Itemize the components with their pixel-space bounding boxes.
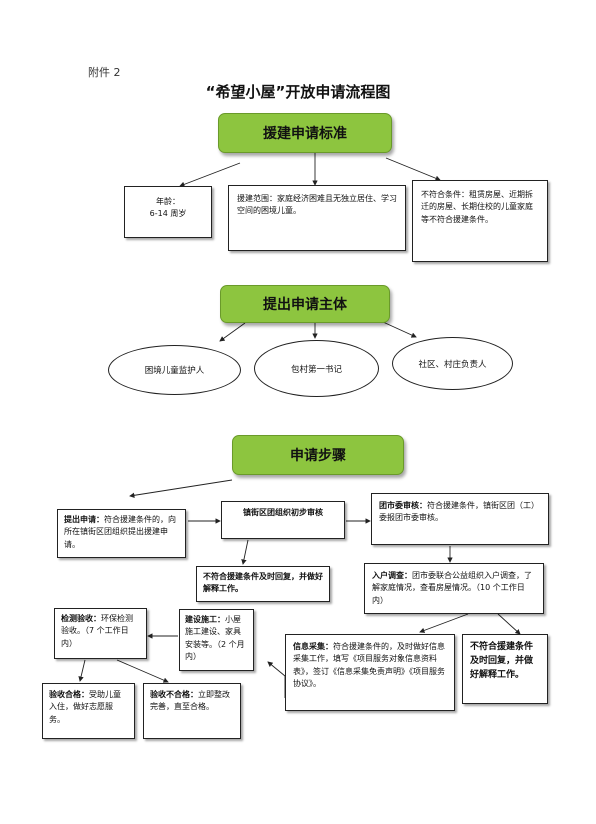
box-city-review: 团市委审核：符合援建条件，镇街区团（工）委报团市委审核。	[371, 493, 549, 545]
page-title: “希望小屋”开放申请流程图	[205, 83, 391, 101]
box-inspect: 检测验收：环保检测验收。（7 个工作日内）	[54, 608, 147, 659]
city-review-label: 团市委审核：	[379, 501, 427, 510]
collect-label: 信息采集：	[293, 642, 333, 651]
pass-text: 受助儿童入住，做好志愿服务。	[49, 690, 121, 724]
box-survey: 入户调查：团市委联合公益组织入户调查，了解家庭情况，查看房屋情况。（10 个工作…	[364, 563, 544, 614]
box-reject-2: 不符合援建条件及时回复，并做好解释工作。	[462, 634, 548, 704]
box-age: 年龄： 6-14 周岁	[124, 186, 212, 238]
fail-text: 立即整改完善，直至合格。	[150, 690, 230, 712]
arrow-to-excluded	[385, 157, 441, 181]
inspect-label: 检测验收：	[61, 614, 101, 623]
construct-label: 建设施工：	[185, 615, 225, 624]
attachment-label: 附件 2	[88, 66, 121, 79]
arrow-review-to-reject1	[241, 539, 249, 565]
oval-community: 社区、村庄负责人	[392, 337, 513, 390]
heading-applicants: 提出申请主体	[220, 285, 390, 323]
box-initial-review: 镇街区团组织初步审核	[221, 501, 345, 539]
pass-label: 验收合格：	[49, 690, 89, 699]
arrow-to-community	[382, 321, 417, 338]
inspect-text: 环保检测验收。（7 个工作日内）	[61, 614, 133, 648]
box-collect: 信息采集：符合援建条件的，及时做好信息采集工作，填写《项目服务对象信息资料表》，…	[285, 634, 455, 711]
collect-text: 符合援建条件的，及时做好信息采集工作，填写《项目服务对象信息资料表》，签订《信息…	[293, 642, 445, 689]
box-fail: 验收不合格：立即整改完善，直至合格。	[143, 683, 241, 739]
survey-text: 团市委联合公益组织入户调查，了解家庭情况，查看房屋情况。（10 个工作日内）	[372, 571, 532, 605]
oval-guardian: 困境儿童监护人	[108, 345, 241, 395]
survey-label: 入户调查：	[372, 571, 412, 580]
box-reject-1: 不符合援建条件及时回复，并做好解释工作。	[196, 566, 330, 602]
arrow-inspect-to-fail	[116, 659, 169, 683]
box-apply: 提出申请：符合援建条件的，向所在镇街区团组织提出援建申请。	[57, 509, 186, 558]
oval-secretary: 包村第一书记	[254, 340, 379, 397]
arrow-survey-to-collect	[419, 613, 469, 633]
arrow-inspect-to-pass	[78, 659, 86, 682]
construct-text: 小屋施工建设、家具安装等。（2 个月内）	[185, 615, 245, 662]
arrow-steps-left	[129, 479, 233, 498]
apply-label: 提出申请：	[64, 515, 104, 524]
box-scope: 援建范围：家庭经济困难且无独立居住、学习空间的困境儿童。	[228, 185, 406, 251]
box-construct: 建设施工：小屋施工建设、家具安装等。（2 个月内）	[179, 609, 254, 671]
arrow-to-guardian	[219, 322, 246, 342]
arrow-to-age	[179, 162, 241, 187]
heading-standards: 援建申请标准	[218, 113, 392, 153]
heading-steps: 申请步骤	[232, 435, 404, 475]
city-review-text: 符合援建条件，镇街区团（工）委报团市委审核。	[379, 501, 539, 523]
apply-text: 符合援建条件的，向所在镇街区团组织提出援建申请。	[64, 515, 176, 549]
box-excluded: 不符合条件：租赁房屋、近期拆迁的房屋、长期住校的儿童家庭等不符合援建条件。	[412, 180, 548, 262]
arrow-collect-to-construct	[267, 661, 286, 677]
arrow-survey-to-reject2	[497, 613, 521, 635]
fail-label: 验收不合格：	[150, 690, 198, 699]
box-pass: 验收合格：受助儿童入住，做好志愿服务。	[42, 683, 135, 739]
